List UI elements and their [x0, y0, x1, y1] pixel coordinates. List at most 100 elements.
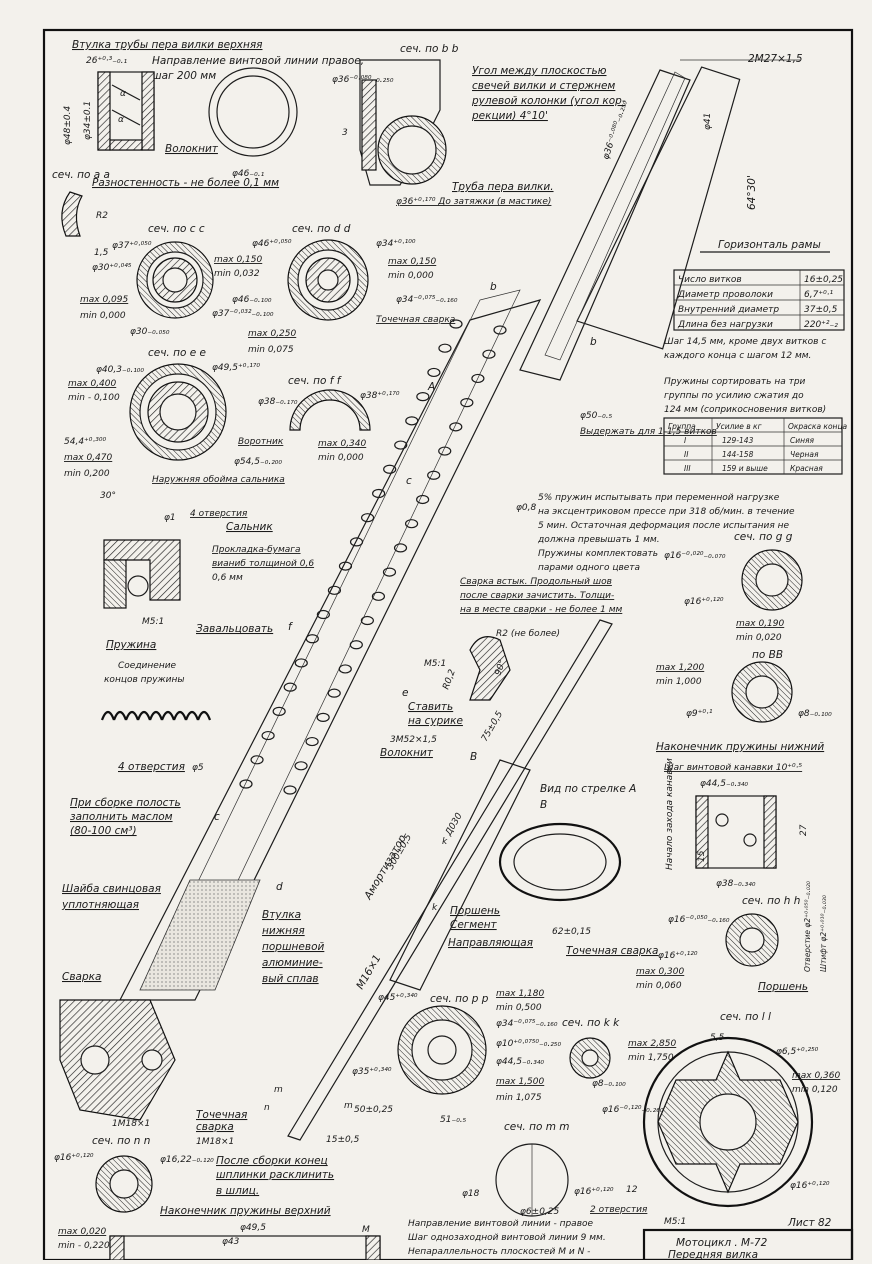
ee-outer-cage: Наружняя обойма сальника	[152, 475, 285, 485]
sort-1: Пружины сортировать на три	[664, 377, 806, 387]
dim-75: 75±0,5	[480, 709, 505, 743]
spring-coil	[493, 325, 507, 335]
spring-coil	[383, 464, 397, 474]
angle-64: 64°30'	[746, 175, 758, 210]
fill-3: (80-100 см³)	[70, 825, 137, 837]
dim-26: 26⁺⁰·³₋₀.₁	[86, 56, 127, 66]
sec-aa-title: сеч. по a a	[52, 169, 110, 181]
angle-note-1: Угол между плоскостью	[472, 65, 607, 77]
dd-phi34b: φ34⁻⁰·⁰⁷⁵₋₀.₁₆₀	[396, 295, 458, 305]
ff-phi38: φ38₋₀.₁₇₀	[258, 397, 298, 407]
napr-label: Направляющая	[448, 937, 533, 949]
spring-coil	[327, 688, 341, 698]
gg-bore	[755, 563, 789, 597]
ll-max: max 0,360	[792, 1071, 841, 1081]
bush-4: алюминие-	[262, 957, 323, 969]
hh-otv: Отверстие φ2⁺⁰·⁰⁵⁰₋₀.₀₂₀	[803, 881, 812, 972]
four-holes-top: 4 отверстия	[190, 509, 248, 519]
gt-r1-c2: Черная	[790, 450, 819, 459]
pruzhina-label: Пружина	[106, 639, 156, 651]
section-pp: сеч. по р р φ45⁺⁰·³⁴⁰ max 1,180 min 0,50…	[352, 989, 561, 1125]
spring-coil	[283, 785, 297, 795]
cut-c: c	[406, 475, 412, 487]
helix-line-2	[111, 109, 141, 126]
pp-phi45: φ45⁺⁰·³⁴⁰	[378, 993, 418, 1003]
cc-min032: min 0,032	[214, 269, 260, 279]
sec-hh-title: сеч. по h h	[742, 895, 800, 907]
cut-e: e	[402, 687, 408, 699]
st-r3-c0: Длина без нагрузки	[677, 320, 773, 330]
bush-3: поршневой	[262, 941, 324, 953]
gt-head-1: Усилие в кг	[716, 422, 762, 431]
zavalc-label: Завальцовать	[196, 623, 273, 635]
ee-phi545: φ54,5₋₀.₂₀₀	[234, 457, 282, 467]
dd-max250: max 0,250	[248, 329, 297, 339]
dir-note-2: Шаг однозаходной винтовой линии 9 мм.	[408, 1233, 606, 1243]
ee-bore	[159, 393, 197, 431]
join-2: концов пружины	[104, 675, 185, 685]
ee-vorotnik: Воротник	[238, 437, 284, 447]
sort-3: 124 мм (соприкосновения витков)	[664, 405, 826, 415]
aa-profile	[61, 191, 83, 237]
spring-note-1: на эксцентриковом прессе при 318 об/мин.…	[538, 507, 795, 517]
spring-coil	[261, 730, 275, 741]
join-coil	[148, 710, 164, 721]
tube-label: Труба пера вилки.	[452, 181, 554, 193]
dim-50: 50±0,25	[354, 1105, 393, 1115]
spring-table: Число витков 16±0,25 Диаметр проволоки 6…	[580, 269, 848, 475]
cc-max: max 0,095	[80, 295, 129, 305]
spring-coil	[427, 470, 441, 480]
section-vv: по ВВ max 1,200 min 1,000 φ9⁺⁰·¹ φ8₋₀.₁₀…	[656, 649, 832, 723]
direction-notes: Направление винтовой линии - правое Шаг …	[408, 1219, 606, 1257]
ut-max: max 0,020	[58, 1227, 107, 1237]
ee-max470: max 0,470	[64, 453, 113, 463]
ff-max: max 0,340	[318, 439, 367, 449]
gt-r2-c2: Красная	[790, 464, 823, 473]
axle-hole-2	[141, 1049, 163, 1071]
spring-note-4: Пружины комплектовать	[538, 549, 658, 559]
riv-2: шплинки расклинить	[216, 1169, 334, 1181]
thread-2m27: 2M27×1,5	[748, 53, 803, 65]
dim-62: 62±0,15	[552, 927, 591, 937]
moto-2: Передняя вилка	[668, 1249, 758, 1260]
dd-min: min 0,000	[388, 271, 434, 281]
spring-coil	[471, 373, 485, 384]
vv-max: max 1,200	[656, 663, 705, 673]
spring-coil	[349, 537, 364, 547]
ll-dim55: 5,5	[710, 1033, 725, 1043]
st-r0-c1: 16±0,25	[804, 275, 843, 285]
cc-min: min 0,000	[80, 311, 126, 321]
ff-phi38b: φ38⁺⁰·¹⁷⁰	[360, 391, 400, 401]
arrow-a-label: A	[427, 381, 435, 393]
spot3-label: Точечная	[196, 1109, 247, 1121]
groove-step: Шаг винтовой канавки 10⁺⁰·⁵	[664, 763, 803, 773]
arrow-view-label: Вид по стрелке А	[540, 783, 636, 795]
section-ff: сеч. по f f φ38₋₀.₁₇₀ φ38⁺⁰·¹⁷⁰ max 0,34…	[258, 375, 400, 463]
gt-r2-c1: 159 и выше	[722, 464, 768, 473]
section-hh: сеч. по h h φ16⁻⁰·⁰⁵⁰₋₀.₁₆₀ Отверстие φ2…	[636, 881, 828, 993]
st-r1-c1: 6,7⁺⁰·¹	[804, 290, 834, 300]
hh-phi16: φ16⁻⁰·⁰⁵⁰₋₀.₁₆₀	[668, 915, 730, 925]
st-r2-c1: 37±0,5	[804, 305, 838, 315]
ut-phi495: φ49,5	[240, 1223, 266, 1233]
title-block: Мотоцикл . М-72 Передняя вилка	[642, 1228, 854, 1262]
lower-spring-tip: Наконечник пружины нижний Шаг винтовой к…	[656, 741, 824, 889]
pitch-note-2: каждого конца с шагом 12 мм.	[664, 351, 811, 361]
svarka-label: Сварка	[62, 971, 101, 983]
spring-note-5: парами одного цвета	[538, 563, 640, 573]
ll-ring	[642, 1036, 814, 1208]
cut-f: f	[288, 621, 294, 633]
m51-seal: M5:1	[142, 617, 164, 627]
ut-M: M	[362, 1225, 370, 1235]
spring-coil	[294, 761, 308, 771]
cc-phi30: φ30⁺⁰·⁰⁴⁵	[92, 263, 132, 273]
sec-dd-title: сеч. по d d	[292, 223, 351, 235]
main-spring	[239, 319, 507, 795]
fill-1: При сборке полость	[70, 797, 181, 809]
kk-bore	[581, 1049, 599, 1067]
spring-note-3: должна превышать 1 мм.	[537, 535, 660, 545]
angle-note-2: свечей вилки и стержнем	[472, 80, 615, 92]
spring-coil	[405, 416, 419, 426]
ut-body	[109, 1235, 381, 1261]
